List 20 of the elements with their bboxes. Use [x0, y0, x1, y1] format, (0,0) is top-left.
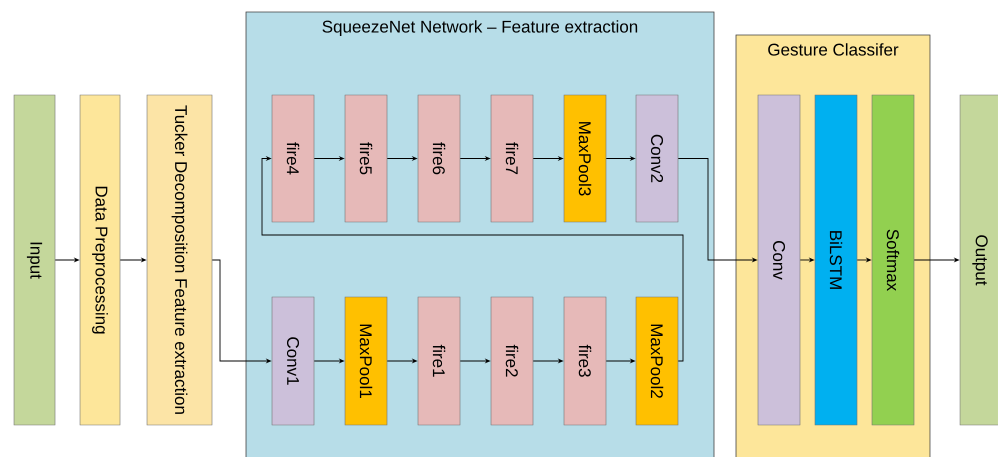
- layer-box: fire3: [564, 296, 606, 426]
- process-box: Data Preprocessing: [80, 94, 120, 426]
- process-box: Tucker Decomposition Feature extraction: [146, 94, 212, 426]
- layer-box: MaxPool3: [564, 94, 606, 222]
- layer-box: Conv: [758, 94, 800, 426]
- layer-box: MaxPool2: [636, 296, 678, 426]
- layer-box: fire5: [344, 94, 388, 222]
- layer-box: fire7: [490, 94, 534, 222]
- layer-box: fire2: [490, 296, 534, 426]
- layer-box: BiLSTM: [814, 94, 858, 426]
- layer-box: MaxPool1: [344, 296, 388, 426]
- arrow: [262, 156, 684, 362]
- layer-box: fire6: [418, 94, 460, 222]
- layer-box: Softmax: [872, 94, 914, 426]
- layer-box: fire4: [272, 94, 314, 222]
- layer-box: fire1: [418, 296, 460, 426]
- layer-box: Conv2: [636, 94, 678, 222]
- output-box: Output: [960, 94, 998, 426]
- layer-box: Conv1: [272, 296, 314, 426]
- input-box: Input: [14, 94, 56, 426]
